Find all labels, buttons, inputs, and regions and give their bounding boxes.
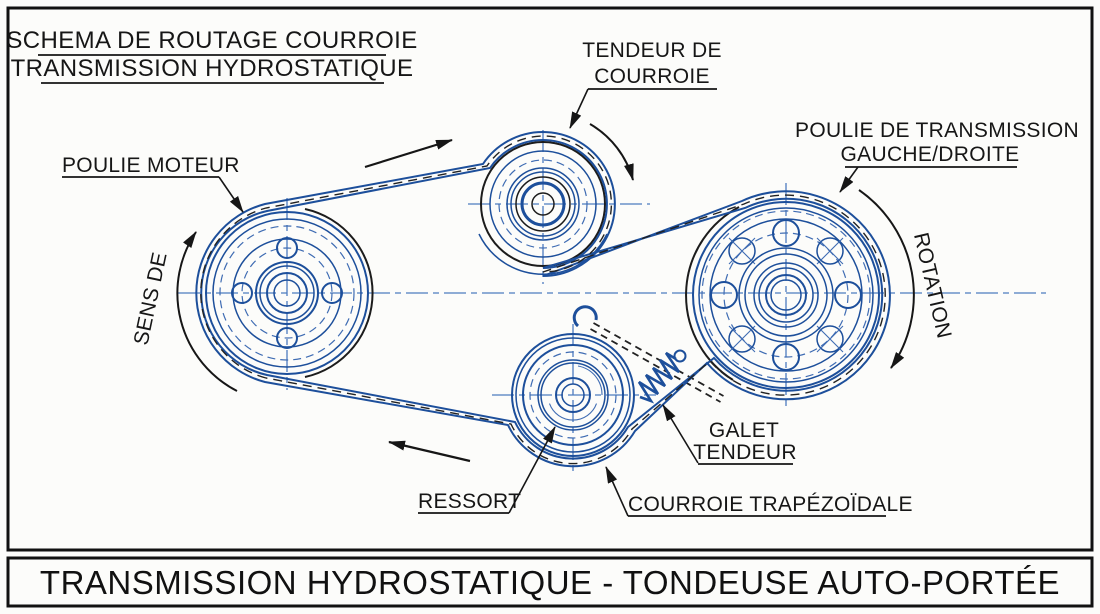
spring-eyelet <box>673 349 687 363</box>
svg-text:POULIE DE TRANSMISSION: POULIE DE TRANSMISSION <box>795 119 1079 142</box>
leader-idler <box>662 404 699 464</box>
belt-direction-arrow-top <box>364 138 453 169</box>
label-rotation-left: SENS DE <box>130 250 172 347</box>
svg-text:TENDEUR DE: TENDEUR DE <box>582 39 722 62</box>
svg-text:POULIE MOTEUR: POULIE MOTEUR <box>62 154 240 177</box>
leader-v-belt <box>605 466 629 517</box>
diagram-title: SCHEMA DE ROUTAGE COURROIE TRANSMISSION … <box>6 27 417 84</box>
rotation-arrow-transmission <box>858 189 915 369</box>
tension-spring-assembly <box>572 305 724 404</box>
svg-text:COURROIE TRAPÉZOÏDALE: COURROIE TRAPÉZOÏDALE <box>628 493 913 516</box>
belt-centerline <box>200 135 886 465</box>
label-spring: RESSORT <box>418 490 521 514</box>
hidden-rod <box>590 322 724 403</box>
spring-hook <box>572 305 598 328</box>
label-v-belt: COURROIE TRAPÉZOÏDALE <box>628 493 913 517</box>
svg-text:TENDEUR: TENDEUR <box>693 441 797 464</box>
v-belt <box>195 131 891 468</box>
idler-pulley <box>492 324 656 472</box>
rotation-arrow-motor <box>176 231 238 392</box>
motor-pulley <box>205 198 374 390</box>
leader-transmission-pulley <box>839 166 859 193</box>
svg-text:GALET: GALET <box>709 419 779 442</box>
leader-spring <box>508 426 556 514</box>
crossed-holes <box>728 237 844 353</box>
belt-direction-arrow-bottom <box>388 440 471 463</box>
diagram-title-line2: TRANSMISSION HYDROSTATIQUE <box>11 55 414 82</box>
title-block: TRANSMISSION HYDROSTATIQUE - TONDEUSE AU… <box>6 556 1094 608</box>
leader-tensioner <box>569 88 589 129</box>
label-belt-tensioner: TENDEUR DE COURROIE <box>582 39 722 90</box>
rotation-arrow-tensioner <box>589 123 634 181</box>
svg-text:GAUCHE/DROITE: GAUCHE/DROITE <box>841 143 1020 166</box>
svg-text:RESSORT: RESSORT <box>418 490 521 513</box>
label-transmission-pulley: POULIE DE TRANSMISSION GAUCHE/DROITE <box>795 119 1079 168</box>
coil-spring <box>637 351 681 404</box>
tensioner-pulley <box>468 130 650 284</box>
label-idler: GALET TENDEUR <box>693 419 797 465</box>
diagram-border <box>6 6 1094 552</box>
leader-motor-pulley <box>218 176 244 213</box>
title-block-border <box>6 556 1094 608</box>
title-block-text: TRANSMISSION HYDROSTATIQUE - TONDEUSE AU… <box>40 564 1060 601</box>
label-motor-pulley: POULIE MOTEUR <box>62 154 240 178</box>
svg-text:COURROIE: COURROIE <box>594 65 710 88</box>
label-rotation-right: ROTATION <box>909 230 956 340</box>
diagram-title-line1: SCHEMA DE ROUTAGE COURROIE <box>6 27 417 54</box>
